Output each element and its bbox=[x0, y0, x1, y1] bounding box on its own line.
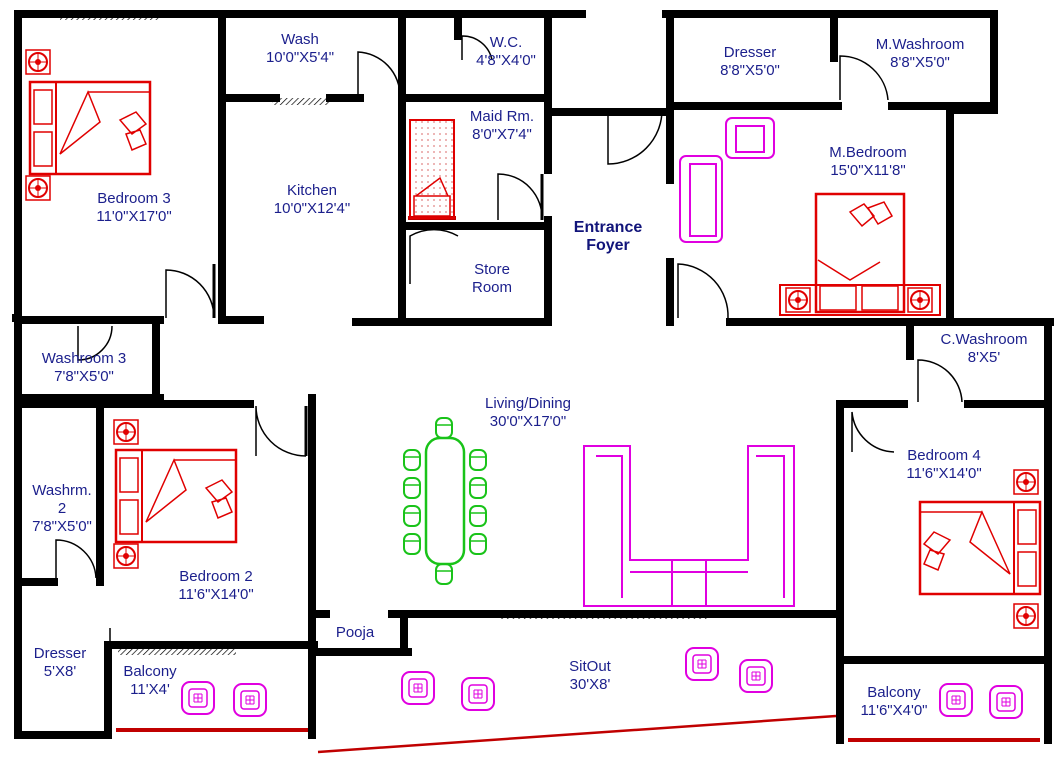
bed-bedroom3 bbox=[25, 49, 152, 201]
bed-master-bedroom bbox=[779, 192, 941, 316]
doors bbox=[55, 35, 963, 645]
bed-bedroom2 bbox=[113, 419, 238, 569]
walls bbox=[12, 10, 1054, 744]
bed-bedroom4 bbox=[918, 469, 1042, 629]
master-seating bbox=[679, 117, 775, 243]
label-wc: W.C.4'8"X4'0" bbox=[476, 34, 536, 69]
label-maid-room: Maid Rm.8'0"X7'4" bbox=[469, 108, 535, 143]
label-pooja: Pooja bbox=[335, 624, 375, 641]
bed-maid-room bbox=[409, 119, 455, 219]
living-sofa bbox=[583, 445, 795, 607]
dining-set bbox=[403, 417, 487, 585]
